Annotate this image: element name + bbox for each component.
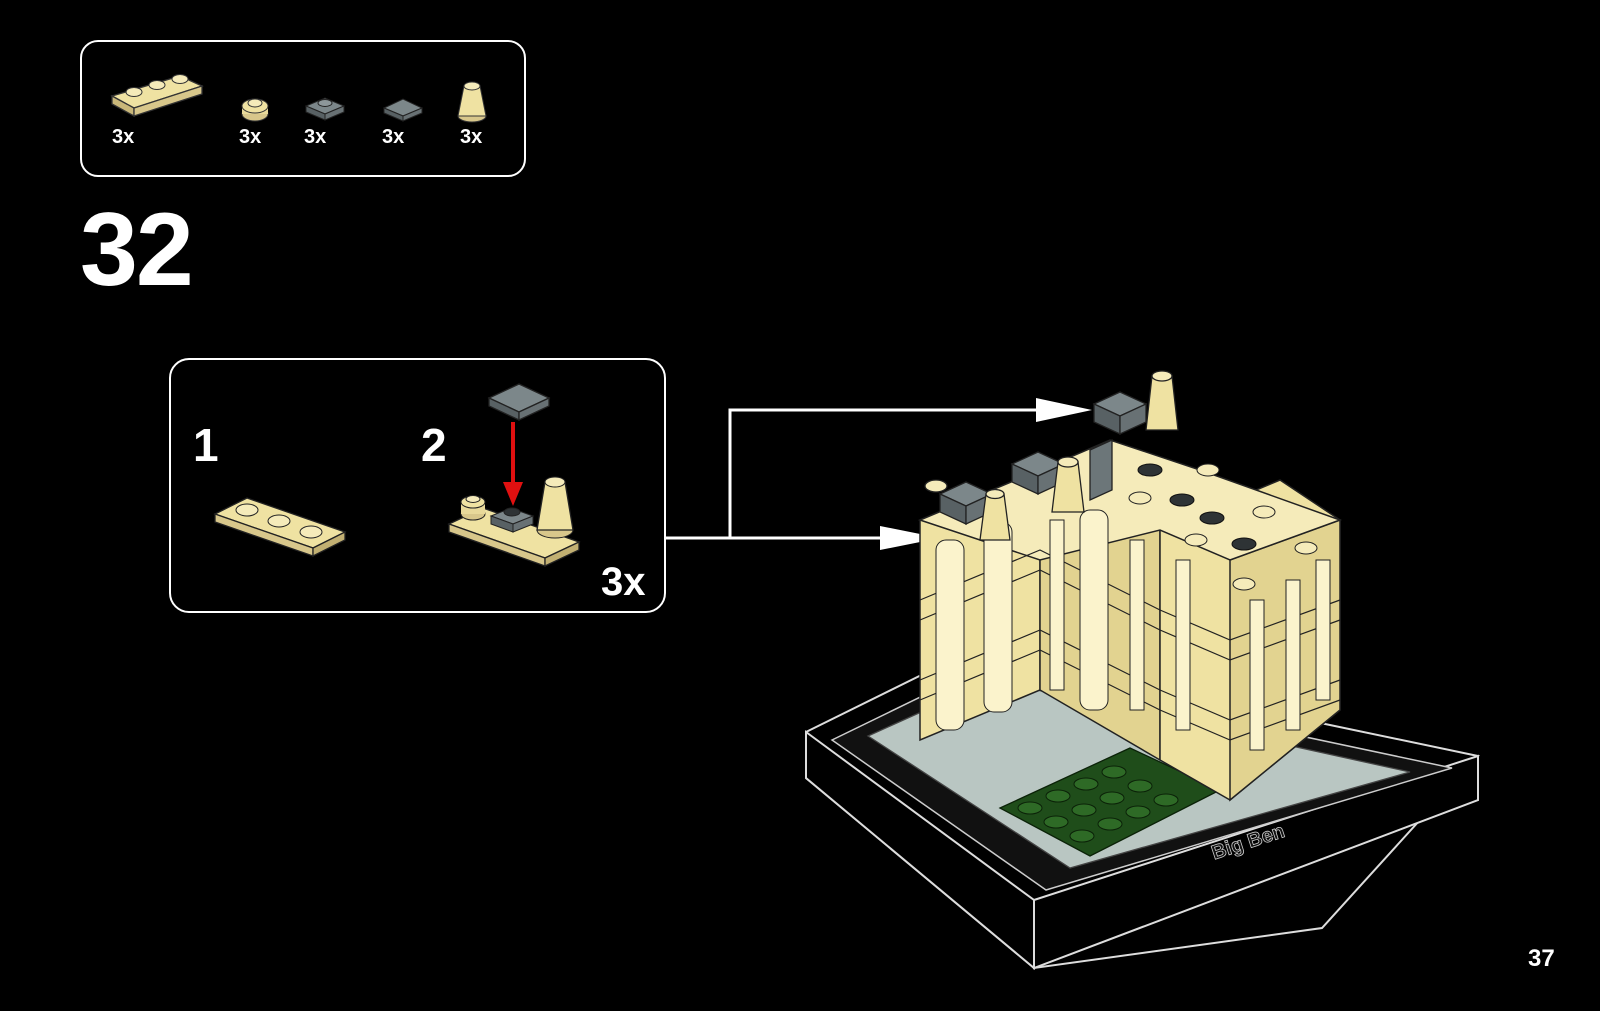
page-number: 37 (1528, 945, 1555, 973)
big-ben-model-illustration: Big Ben (790, 350, 1490, 970)
